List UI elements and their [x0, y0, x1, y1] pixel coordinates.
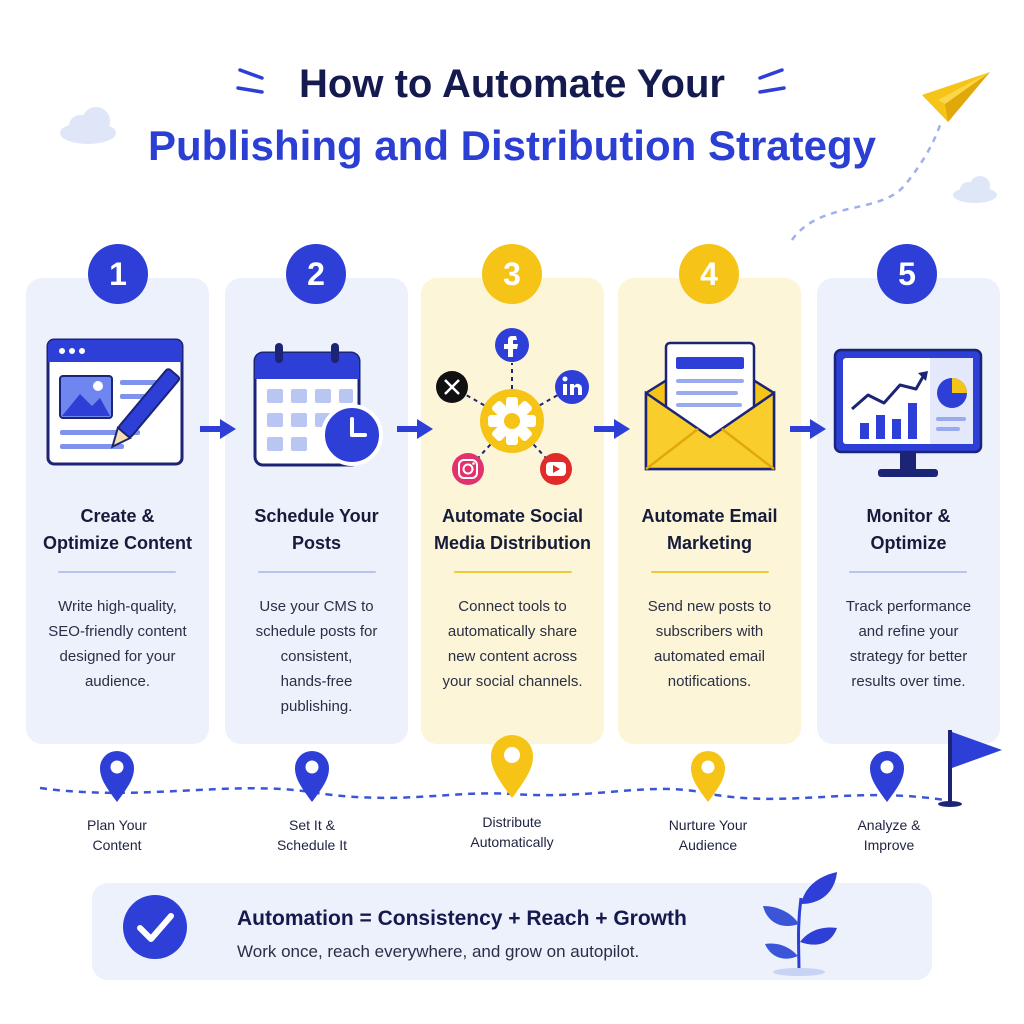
instagram-icon — [452, 453, 484, 485]
route-path — [39, 730, 1002, 807]
finish-flag-icon — [938, 730, 1002, 807]
milestone-label-5: Analyze & Improve — [857, 817, 921, 853]
social-network-gear-icon — [436, 328, 589, 485]
cloud-right-icon — [953, 176, 997, 203]
step-description-1: Write high-quality, SEO-friendly content… — [48, 598, 187, 690]
arrows-layer — [200, 419, 826, 439]
step-description-2: Use your CMS to schedule posts for consi… — [255, 598, 378, 715]
milestone-label-3: Distribute Automatically — [470, 814, 554, 850]
milestone-label-1: Plan Your Content — [87, 817, 147, 853]
step-number-badge-4: 4 — [679, 244, 739, 304]
step-title-4: Automate Email Marketing — [641, 506, 778, 553]
step-number-badge-1: 1 — [88, 244, 148, 304]
map-pin-icon — [491, 735, 533, 798]
map-pin-icon — [295, 751, 329, 802]
youtube-icon — [540, 453, 572, 485]
sparkle-left-icon — [236, 68, 264, 94]
facebook-icon — [495, 328, 529, 362]
summary-banner — [92, 883, 932, 980]
step-title-1: Create & Optimize Content — [43, 506, 192, 553]
step-number-badge-3: 3 — [482, 244, 542, 304]
arrow-right-icon — [790, 419, 826, 439]
step-title-5: Monitor & Optimize — [866, 506, 951, 553]
step-title-3: Automate Social Media Distribution — [434, 506, 591, 553]
step-number-badge-5: 5 — [877, 244, 937, 304]
cloud-left-icon — [60, 107, 116, 144]
banner-subtitle: Work once, reach everywhere, and grow on… — [237, 942, 640, 961]
decor-layer — [60, 68, 997, 241]
step-number-badge-2: 2 — [286, 244, 346, 304]
step-description-3: Connect tools to automatically share new… — [442, 598, 583, 690]
arrow-right-icon — [594, 419, 630, 439]
arrow-right-icon — [200, 419, 236, 439]
calendar-clock-icon — [253, 343, 383, 467]
milestone-label-2: Set It & Schedule It — [276, 817, 348, 853]
envelope-letter-icon — [644, 341, 776, 471]
checkmark-circle-icon — [123, 895, 187, 959]
web-content-edit-icon — [46, 338, 184, 466]
step-divider-2 — [258, 571, 376, 573]
step-divider-1 — [58, 571, 176, 573]
banner-title: Automation = Consistency + Reach + Growt… — [237, 907, 687, 930]
analytics-monitor-icon — [833, 348, 983, 477]
map-pin-icon — [870, 751, 904, 802]
arrow-right-icon — [397, 419, 433, 439]
paper-plane-icon — [922, 72, 990, 122]
sparkle-right-icon — [758, 68, 786, 94]
step-title-2: Schedule Your Posts — [254, 506, 379, 553]
map-pin-icon — [691, 751, 725, 802]
page-title-line1: How to Automate Your — [299, 62, 725, 106]
step-divider-4 — [651, 571, 769, 573]
step-description-5: Track performance and refine your strate… — [845, 598, 972, 690]
plant-sprout-icon — [763, 872, 837, 976]
map-pin-icon — [100, 751, 134, 802]
milestone-label-4: Nurture Your Audience — [668, 817, 748, 853]
step-description-4: Send new posts to subscribers with autom… — [647, 598, 772, 690]
x-twitter-icon — [436, 371, 468, 403]
step-divider-5 — [849, 571, 967, 573]
page-title-line2: Publishing and Distribution Strategy — [147, 122, 877, 169]
step-divider-3 — [454, 571, 572, 573]
gear-icon — [480, 389, 544, 453]
linkedin-icon — [555, 370, 589, 404]
